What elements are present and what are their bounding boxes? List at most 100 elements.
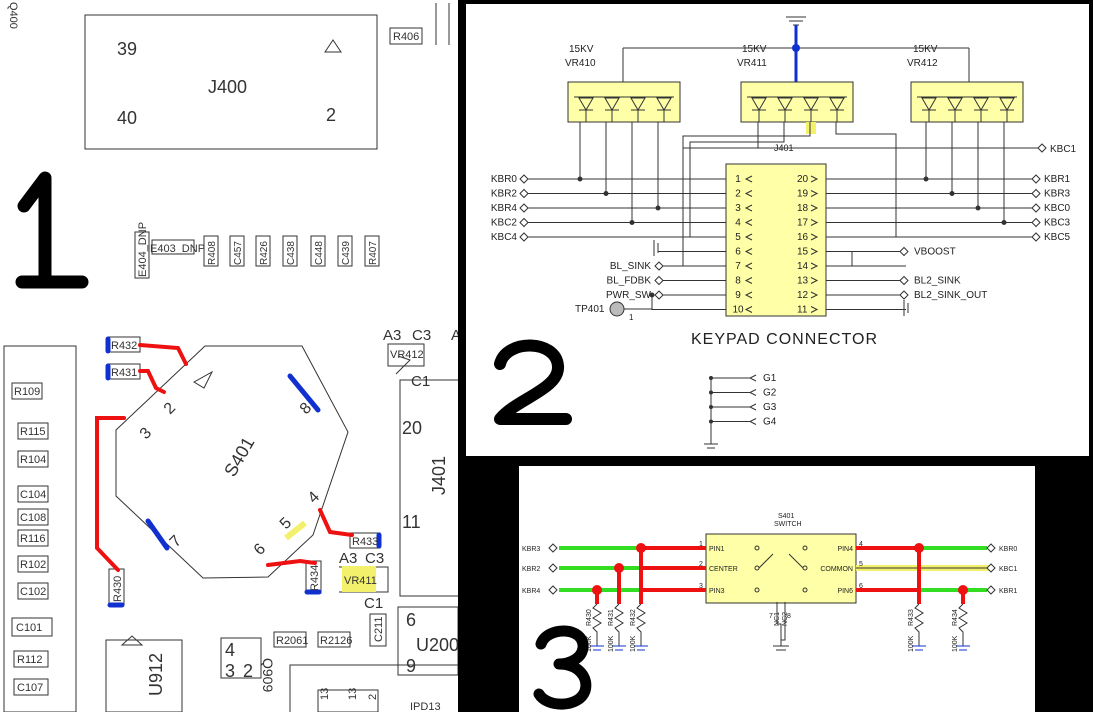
q909-ref-label: Q909 (260, 658, 276, 692)
port-icon (519, 174, 529, 184)
pin-contact-icon (744, 219, 753, 226)
junction-dot (923, 176, 929, 182)
port-icon (899, 290, 909, 300)
tvs-array-vr410 (567, 81, 681, 123)
junction-dot (709, 390, 713, 395)
u200-ref-label: U200 (416, 635, 458, 655)
connector-pin-number: 15 (797, 247, 809, 258)
j401-ref-label: J401 (429, 456, 449, 495)
vr411-highlight (342, 566, 376, 592)
ground-pin-label: G1 (763, 373, 777, 384)
junction-dot (603, 191, 609, 196)
pin-contact-icon (744, 204, 753, 212)
diode-icon (999, 97, 1015, 111)
u200-pin6-label: 6 (406, 610, 416, 630)
part-label: C104 (20, 489, 46, 501)
j401-pin11-label: 11 (402, 512, 421, 532)
net-label: KBR2 (522, 566, 540, 573)
net-label: PWR_SW (606, 290, 652, 301)
cut-label: IPD13 (410, 701, 441, 712)
part-label: C101 (16, 622, 42, 634)
port-icon (519, 232, 529, 242)
resistor-ref-label: R432 (630, 609, 637, 626)
junction-dot (709, 376, 713, 380)
resistor-value-label: 100K (908, 635, 915, 652)
q909-pin-label: 2 (243, 661, 253, 681)
pin-contact-icon (748, 389, 757, 396)
r432-label: R432 (111, 340, 137, 352)
resistor-icon (958, 603, 968, 646)
switch-type-label: SWITCH (774, 521, 802, 528)
s401-ref-label: S401 (220, 434, 258, 480)
pin-name-label: PIN3 (709, 588, 725, 595)
tvs-ref-label: VR411 (737, 58, 767, 69)
pin-label: 7 (167, 532, 185, 550)
s401-pin-labels: S401 3 2 8 4 5 6 7 (137, 399, 323, 558)
net-label: KBC3 (1044, 218, 1071, 229)
net-label-kbc1: KBC1 (1050, 144, 1077, 155)
s401-traces (95, 343, 354, 572)
partial-part-label: Q400 (7, 2, 19, 29)
connector-pin-number: 14 (797, 261, 809, 272)
connector-title: KEYPAD CONNECTOR (691, 331, 878, 348)
junction-dot (949, 191, 955, 196)
s401-switch-body (705, 533, 857, 604)
junction-dot (649, 292, 655, 298)
component-row: R408 C457 R426 C438 C448 C439 R407 (207, 241, 379, 265)
net-label: KBR0 (999, 546, 1017, 553)
port-icon (519, 188, 529, 199)
part-label: C438 (286, 241, 297, 265)
part-label: C108 (20, 512, 46, 524)
c211-label: C211 (373, 617, 385, 642)
part-label: R109 (14, 386, 40, 398)
pin-contact-icon (810, 291, 819, 299)
diode-icon (578, 97, 594, 111)
connector-pin-number: 9 (735, 290, 741, 301)
net-label: BL_FDBK (607, 276, 652, 287)
connector-pin-number: 18 (797, 203, 809, 214)
port-icon (654, 290, 664, 300)
j400-ref-label: J400 (208, 77, 247, 97)
junction-dot (577, 176, 583, 182)
part-label: R102 (20, 559, 46, 571)
net-label: KBR3 (1044, 189, 1071, 200)
resistor-ref-label: R434 (952, 609, 959, 626)
net-label: BL2_SINK_OUT (914, 290, 987, 301)
e403-label: E403_DNP (150, 243, 205, 255)
port-icon (1031, 174, 1041, 184)
a3-label: A3 (339, 550, 357, 567)
q909-pin-label: 4 (225, 640, 235, 660)
j400-pin40-label: 40 (117, 108, 137, 128)
net-label: KBC2 (491, 218, 518, 229)
tvs-ref-label: VR410 (565, 58, 596, 69)
cut-label: 13 (347, 688, 359, 700)
junction-dot (629, 220, 635, 225)
r212-label: R2126 (320, 635, 352, 647)
pin-contact-icon (744, 233, 753, 241)
part-label: R104 (20, 454, 46, 466)
step-number-1-icon (15, 171, 89, 289)
test-point-pin-label: 1 (629, 313, 634, 322)
highlight-marker (806, 122, 816, 134)
port-icon (548, 563, 558, 573)
ground-pin-label: G2 (763, 388, 777, 399)
net-label: VBOOST (914, 247, 956, 258)
diode-icon (947, 97, 963, 111)
junction-dot (975, 205, 981, 211)
pin1-arrow-icon (193, 370, 214, 389)
diode-icon (777, 97, 793, 111)
pin-contact-icon (744, 306, 753, 313)
pin-contact-icon (810, 233, 819, 241)
connector-pin-number: 17 (797, 218, 809, 229)
pin-contact-icon (748, 374, 757, 382)
diode-icon (921, 97, 937, 111)
tvs-array-vr411 (740, 81, 854, 123)
r206-label: R2061 (276, 635, 308, 647)
pin-number-label: 2 (699, 561, 703, 568)
port-icon (986, 543, 996, 553)
junction-dot (636, 543, 646, 553)
j401-pin20-label: 20 (402, 418, 422, 438)
resistor-icon (914, 603, 924, 646)
pin-contact-icon (810, 248, 819, 255)
